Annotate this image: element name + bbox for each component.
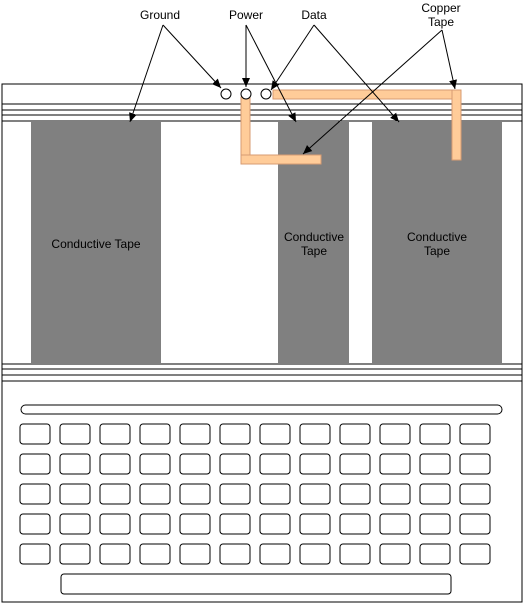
copper-tape-data-vertical <box>451 89 462 161</box>
copper-tape-data-horizontal <box>272 89 462 100</box>
keyboard-key <box>259 423 291 445</box>
middle-panel-label-line2: Tape <box>301 244 327 258</box>
keyboard-key <box>299 543 331 565</box>
data-label: Data <box>301 8 327 22</box>
keyboard-key <box>19 423 51 445</box>
top-strip <box>2 103 522 122</box>
keyboard-key <box>339 543 371 565</box>
keyboard-key <box>59 423 91 445</box>
keyboard-key <box>219 513 251 535</box>
keyboard-key <box>259 453 291 475</box>
keyboard-key <box>179 453 211 475</box>
keyboard-key <box>339 453 371 475</box>
keyboard-top-bar <box>20 404 503 415</box>
keyboard-key <box>459 513 491 535</box>
right-panel-label-line1: Conductive <box>407 230 467 244</box>
keyboard-key <box>99 453 131 475</box>
data-arrow-to-pad <box>270 24 315 91</box>
copper-tape-label-line1: Copper <box>421 1 460 15</box>
keyboard-key <box>379 513 411 535</box>
keyboard-key <box>379 483 411 505</box>
left-panel-label: Conductive Tape <box>51 237 141 251</box>
copper-tape-label-line2: Tape <box>428 15 454 29</box>
keyboard-key <box>99 423 131 445</box>
data-pad <box>260 88 272 100</box>
copper-arrow-to-trace-bottom <box>302 29 443 155</box>
conductive-tape-left <box>31 122 161 364</box>
keyboard-key <box>59 513 91 535</box>
keyboard-key <box>379 453 411 475</box>
keyboard-key <box>59 483 91 505</box>
keyboard-key <box>339 483 371 505</box>
keyboard-key <box>219 483 251 505</box>
keyboard-key <box>99 483 131 505</box>
keyboard-key <box>179 543 211 565</box>
keyboard-key <box>99 543 131 565</box>
keyboard-key <box>459 423 491 445</box>
ground-arrow-to-panel <box>129 24 164 123</box>
keyboard-key <box>259 483 291 505</box>
keyboard-key <box>299 423 331 445</box>
keyboard-key <box>99 513 131 535</box>
keyboard-key <box>419 423 451 445</box>
copper-arrow-to-trace-top <box>441 29 457 90</box>
callout-arrows <box>129 24 457 155</box>
keyboard-key <box>219 453 251 475</box>
keyboard-key <box>179 483 211 505</box>
copper-tape-power-vertical <box>240 96 251 165</box>
keyboard-key <box>179 513 211 535</box>
power-label: Power <box>229 8 263 22</box>
keyboard-key <box>19 513 51 535</box>
keyboard-key <box>139 483 171 505</box>
power-arrow-to-panel <box>245 24 297 123</box>
right-panel-label-line2: Tape <box>424 244 450 258</box>
keyboard-key <box>59 543 91 565</box>
keyboard-key <box>259 513 291 535</box>
keyboard-key <box>419 513 451 535</box>
data-arrow-to-panel <box>313 24 400 123</box>
keyboard-key <box>299 453 331 475</box>
keyboard-key <box>459 483 491 505</box>
keyboard-key <box>139 423 171 445</box>
keyboard-key <box>19 453 51 475</box>
keyboard-key <box>419 483 451 505</box>
conductive-tape-right <box>372 122 502 364</box>
keyboard-key <box>59 453 91 475</box>
keyboard-key <box>19 543 51 565</box>
keyboard-key <box>299 513 331 535</box>
keyboard-key <box>339 513 371 535</box>
keyboard-key <box>139 513 171 535</box>
spacebar <box>60 573 452 595</box>
keyboard-key <box>19 483 51 505</box>
keyboard-key <box>179 423 211 445</box>
keyboard-key <box>219 543 251 565</box>
keyboard-key <box>379 543 411 565</box>
power-pad <box>240 88 252 100</box>
keyboard-key <box>459 453 491 475</box>
copper-tape-power-horizontal <box>240 154 322 165</box>
ground-label: Ground <box>140 8 180 22</box>
keyboard-key <box>259 543 291 565</box>
keyboard-key <box>379 423 411 445</box>
keyboard-key <box>339 423 371 445</box>
middle-panel-label-line1: Conductive <box>284 230 344 244</box>
ground-arrow-to-pad <box>162 24 222 89</box>
copper-tape-traces <box>240 89 462 165</box>
keyboard-key <box>419 453 451 475</box>
ground-pad <box>220 88 232 100</box>
keyboard-key <box>219 423 251 445</box>
keyboard-key <box>459 543 491 565</box>
keyboard-key <box>299 483 331 505</box>
keyboard-key <box>419 543 451 565</box>
keyboard-key <box>139 453 171 475</box>
keyboard-keys <box>19 423 491 565</box>
keyboard-key <box>139 543 171 565</box>
